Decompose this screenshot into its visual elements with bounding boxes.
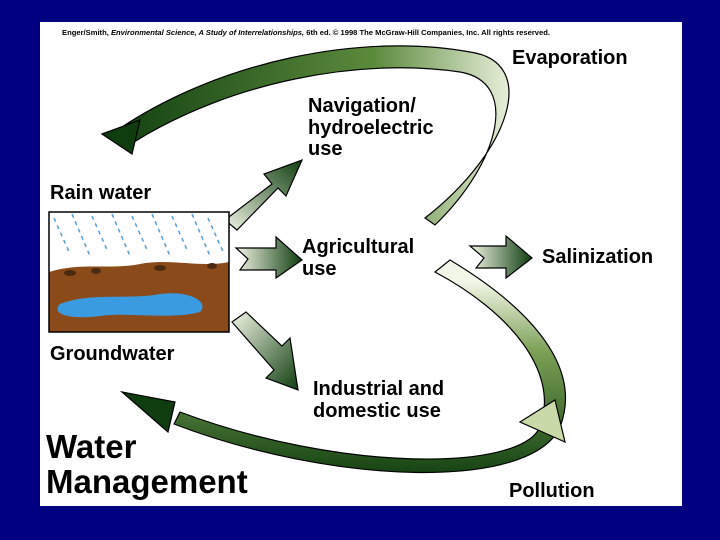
label-navigation-line3: use xyxy=(308,139,434,161)
label-industrial-line2: domestic use xyxy=(313,400,444,422)
credit-book-title: Environmental Science, A Study of Interr… xyxy=(111,28,304,37)
label-industrial-line1: Industrial and xyxy=(313,378,444,400)
label-industrial: Industrial and domestic use xyxy=(313,378,444,422)
page-title: Water Management xyxy=(46,430,248,499)
landscape-illustration xyxy=(49,212,229,332)
arrow-to-industrial xyxy=(232,312,298,390)
label-pollution: Pollution xyxy=(509,481,595,501)
copyright-credit: Enger/Smith, Environmental Science, A St… xyxy=(62,28,550,37)
arrow-to-navigation xyxy=(225,160,302,230)
label-navigation-line2: hydroelectric xyxy=(308,118,434,140)
label-agricultural-line1: Agricultural xyxy=(302,237,414,259)
credit-rest: 6th ed. © 1998 The McGraw-Hill Companies… xyxy=(306,28,550,37)
label-salinization: Salinization xyxy=(542,247,653,267)
label-navigation-line1: Navigation/ xyxy=(308,96,434,118)
arrow-to-salinization xyxy=(470,236,532,278)
evaporation-arrow xyxy=(102,46,509,225)
title-line1: Water xyxy=(46,430,248,465)
arrow-to-agricultural xyxy=(236,237,302,278)
credit-authors: Enger/Smith, xyxy=(62,28,109,37)
label-agricultural: Agricultural use xyxy=(302,237,414,280)
label-rain-water: Rain water xyxy=(50,183,151,203)
label-navigation: Navigation/ hydroelectric use xyxy=(308,96,434,161)
title-line2: Management xyxy=(46,465,248,500)
label-groundwater: Groundwater xyxy=(50,344,174,364)
label-evaporation: Evaporation xyxy=(512,48,628,68)
label-agricultural-line2: use xyxy=(302,259,414,281)
slide: Enger/Smith, Environmental Science, A St… xyxy=(40,22,682,506)
